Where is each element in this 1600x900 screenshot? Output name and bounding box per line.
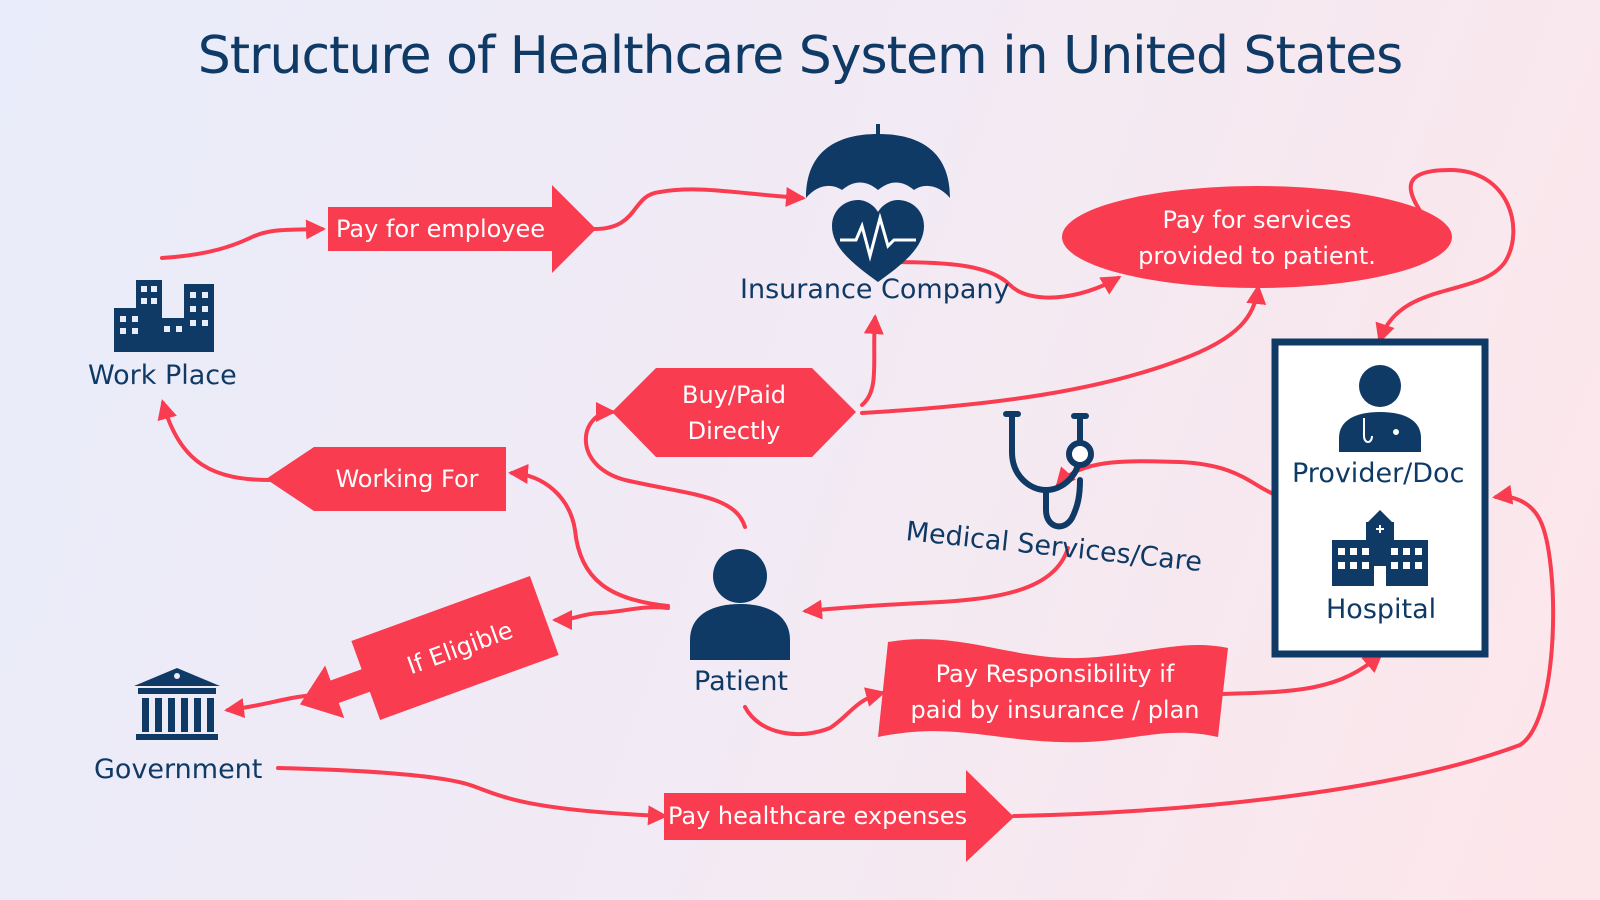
connector-patient-payresp — [743, 687, 886, 737]
pay-responsibility-line1: Pay Responsibility if — [935, 660, 1175, 688]
connector-insurance-services — [888, 260, 1122, 300]
connector-patient-ifeligible — [552, 605, 670, 630]
pay-for-services-label: Pay for services provided to patient. — [1090, 202, 1424, 274]
if-eligible-shape — [299, 576, 559, 720]
pay-for-services-line2: provided to patient. — [1138, 242, 1376, 270]
pay-for-employee-label: Pay for employee — [336, 215, 546, 243]
connector-workingfor-workplace — [157, 399, 272, 482]
government-building-icon — [134, 668, 220, 740]
pay-for-services-line1: Pay for services — [1162, 206, 1352, 234]
buy-paid-label: Buy/Paid Directly — [656, 377, 812, 449]
connector-payresp-hospital — [1220, 652, 1384, 696]
pay-for-employee-shape — [328, 185, 596, 273]
connector-provider-medical — [1055, 459, 1280, 498]
connector-medical-patient — [802, 546, 1070, 620]
buildings-icon — [114, 280, 214, 352]
pay-healthcare-expenses-shape — [664, 770, 1014, 862]
pay-for-services-shape — [1062, 186, 1452, 288]
buy-paid-line2: Directly — [687, 417, 781, 445]
pay-responsibility-line2: paid by insurance / plan — [910, 696, 1200, 724]
connector-government-payexp — [276, 766, 668, 826]
connector-patient-buypaid — [583, 402, 747, 529]
connector-pay-insurance — [590, 186, 806, 232]
page-title: Structure of Healthcare System in United… — [197, 26, 1404, 86]
pay-healthcare-expenses-label: Pay healthcare expenses — [668, 802, 968, 830]
buy-paid-shape — [612, 368, 856, 457]
connector-buypaid-insurance — [860, 314, 884, 407]
government-label: Government — [94, 754, 263, 785]
hospital-label: Hospital — [1326, 594, 1437, 625]
insurance-company-label: Insurance Company — [740, 274, 1010, 305]
working-for-label: Working For — [335, 465, 479, 493]
person-icon — [690, 549, 790, 660]
pay-responsibility-label: Pay Responsibility if paid by insurance … — [890, 656, 1220, 728]
work-place-label: Work Place — [88, 360, 237, 391]
connector-payexp-provider — [1012, 484, 1556, 818]
connector-services-provider — [1375, 167, 1516, 344]
connector-patient-workingfor — [508, 463, 670, 608]
connector-workplace-pay — [160, 219, 326, 260]
provider-label: Provider/Doc — [1292, 458, 1465, 489]
working-for-shape — [266, 447, 506, 511]
doctor-icon — [1339, 365, 1421, 452]
umbrella-heart-icon — [806, 124, 950, 282]
connector-buypaid-services — [860, 284, 1267, 415]
patient-label: Patient — [694, 666, 789, 697]
pay-responsibility-shape — [878, 639, 1228, 743]
hospital-icon — [1332, 510, 1428, 586]
buy-paid-line1: Buy/Paid — [682, 381, 786, 409]
stethoscope-icon — [1003, 411, 1094, 530]
